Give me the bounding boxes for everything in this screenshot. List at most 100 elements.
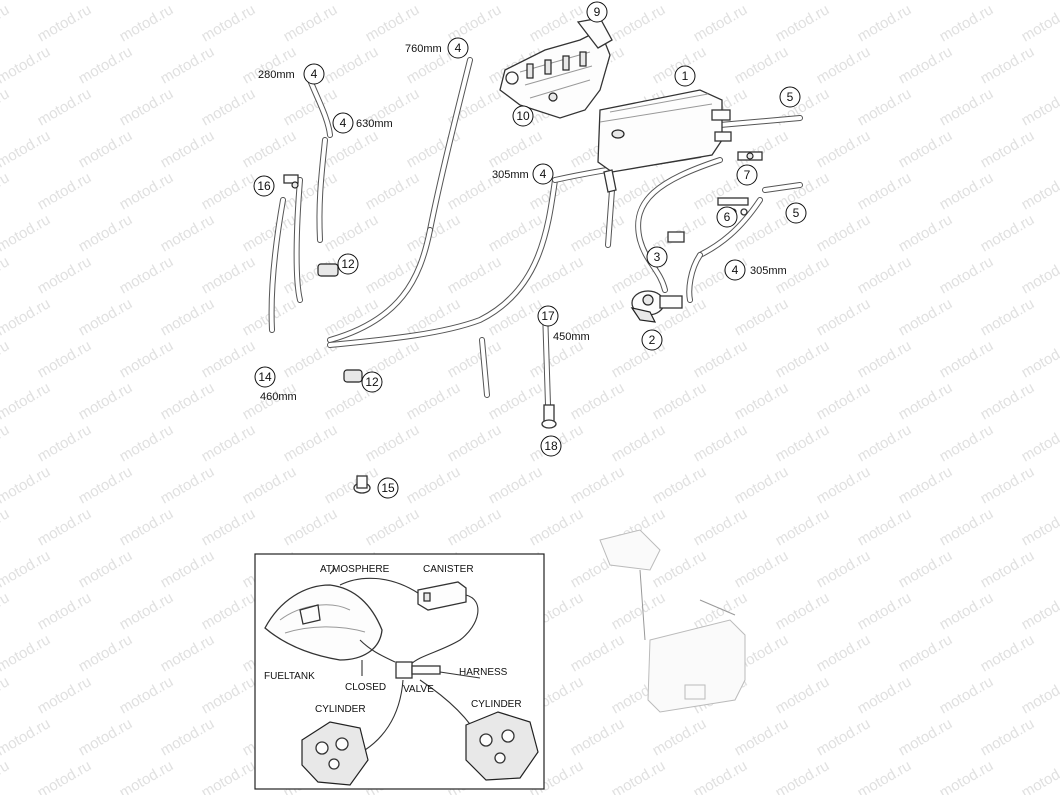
watermark-text: motod.ru xyxy=(937,337,997,381)
watermark-text: motod.ru xyxy=(609,1,669,45)
watermark-text: motod.ru xyxy=(0,337,12,381)
watermark-text: motod.ru xyxy=(486,127,546,171)
watermark-text: motod.ru xyxy=(937,1,997,45)
watermark-text: motod.ru xyxy=(650,715,710,759)
callout-number: 4 xyxy=(311,67,318,81)
hose-length-label: 280mm xyxy=(258,69,295,81)
watermark-text: motod.ru xyxy=(281,85,341,129)
watermark-text: motod.ru xyxy=(35,253,95,297)
watermark-text: motod.ru xyxy=(1019,1,1060,45)
watermark-text: motod.ru xyxy=(1019,337,1060,381)
watermark-text: motod.ru xyxy=(568,463,628,507)
callout-number: 5 xyxy=(787,90,794,104)
callout-number: 18 xyxy=(544,439,558,453)
watermark-text: motod.ru xyxy=(158,379,218,423)
watermark-text: motod.ru xyxy=(486,295,546,339)
hose-length-label: 305mm xyxy=(750,265,787,277)
watermark-text: motod.ru xyxy=(1019,421,1060,465)
watermark-text: motod.ru xyxy=(486,211,546,255)
watermark-text: motod.ru xyxy=(773,673,833,717)
callout-number: 12 xyxy=(365,375,379,389)
watermark-text: motod.ru xyxy=(691,505,751,549)
watermark-text: motod.ru xyxy=(117,85,177,129)
watermark-text: motod.ru xyxy=(773,337,833,381)
watermark-text: motod.ru xyxy=(117,673,177,717)
watermark-text: motod.ru xyxy=(732,127,792,171)
watermark-text: motod.ru xyxy=(199,589,259,633)
watermark-text: motod.ru xyxy=(568,715,628,759)
watermark-text: motod.ru xyxy=(691,421,751,465)
inset-label-cylinder-left: CYLINDER xyxy=(315,704,366,715)
watermark-text: motod.ru xyxy=(0,85,12,129)
watermark-text: motod.ru xyxy=(568,211,628,255)
watermark-text: motod.ru xyxy=(322,43,382,87)
callout-number: 17 xyxy=(541,309,555,323)
watermark-text: motod.ru xyxy=(814,379,874,423)
callout-number: 3 xyxy=(654,250,661,264)
watermark-text: motod.ru xyxy=(35,421,95,465)
watermark-text: motod.ru xyxy=(937,757,997,795)
watermark-text: motod.ru xyxy=(0,169,12,213)
callout-7: 7 xyxy=(737,165,757,185)
watermark-text: motod.ru xyxy=(117,589,177,633)
watermark-text: motod.ru xyxy=(896,715,956,759)
watermark-text: motod.ru xyxy=(937,421,997,465)
watermark-text: motod.ru xyxy=(978,631,1038,675)
watermark-text: motod.ru xyxy=(158,463,218,507)
callout-number: 1 xyxy=(682,69,689,83)
watermark-text: motod.ru xyxy=(0,43,53,87)
hose-length-label: 760mm xyxy=(405,43,442,55)
watermark-text: motod.ru xyxy=(896,127,956,171)
watermark-text: motod.ru xyxy=(199,673,259,717)
watermark-text: motod.ru xyxy=(158,295,218,339)
watermark-text: motod.ru xyxy=(0,757,12,795)
watermark-text: motod.ru xyxy=(568,631,628,675)
watermark-text: motod.ru xyxy=(855,505,915,549)
watermark-text: motod.ru xyxy=(814,547,874,591)
watermark-text: motod.ru xyxy=(1019,673,1060,717)
callout-number: 4 xyxy=(340,116,347,130)
watermark-text: motod.ru xyxy=(76,547,136,591)
watermark-text: motod.ru xyxy=(527,337,587,381)
watermark-text: motod.ru xyxy=(404,379,464,423)
watermark-text: motod.ru xyxy=(0,1,12,45)
callout-number: 2 xyxy=(649,333,656,347)
watermark-text: motod.ru xyxy=(855,1,915,45)
watermark-text: motod.ru xyxy=(76,211,136,255)
watermark-text: motod.ru xyxy=(158,43,218,87)
watermark-text: motod.ru xyxy=(978,295,1038,339)
watermark-text: motod.ru xyxy=(117,757,177,795)
watermark-text: motod.ru xyxy=(0,631,53,675)
callout-1: 1 xyxy=(675,66,695,86)
watermark-text: motod.ru xyxy=(773,421,833,465)
watermark-text: motod.ru xyxy=(0,715,53,759)
watermark-text: motod.ru xyxy=(1019,757,1060,795)
watermark-text: motod.ru xyxy=(0,295,53,339)
watermark-text: motod.ru xyxy=(978,379,1038,423)
watermark-text: motod.ru xyxy=(814,127,874,171)
watermark-text: motod.ru xyxy=(937,85,997,129)
watermark-text: motod.ru xyxy=(527,505,587,549)
watermark-text: motod.ru xyxy=(76,43,136,87)
watermark-text: motod.ru xyxy=(199,757,259,795)
hose-length-label: 460mm xyxy=(260,391,297,403)
callout-18: 18 xyxy=(541,436,561,456)
watermark-text: motod.ru xyxy=(199,1,259,45)
watermark-text: motod.ru xyxy=(486,379,546,423)
watermark-text: motod.ru xyxy=(937,589,997,633)
watermark-text: motod.ru xyxy=(199,253,259,297)
callout-number: 9 xyxy=(594,5,601,19)
watermark-text: motod.ru xyxy=(117,421,177,465)
watermark-text: motod.ru xyxy=(855,337,915,381)
hose-length-label: 450mm xyxy=(553,331,590,343)
watermark-text: motod.ru xyxy=(199,421,259,465)
callout-3: 3 xyxy=(647,247,667,267)
watermark-text: motod.ru xyxy=(978,463,1038,507)
watermark-text: motod.ru xyxy=(158,715,218,759)
watermark-text: motod.ru xyxy=(35,505,95,549)
watermark-text: motod.ru xyxy=(978,211,1038,255)
inset-label-fueltank: FUELTANK xyxy=(264,671,315,682)
watermark-text: motod.ru xyxy=(896,295,956,339)
callout-16: 16 xyxy=(254,176,274,196)
